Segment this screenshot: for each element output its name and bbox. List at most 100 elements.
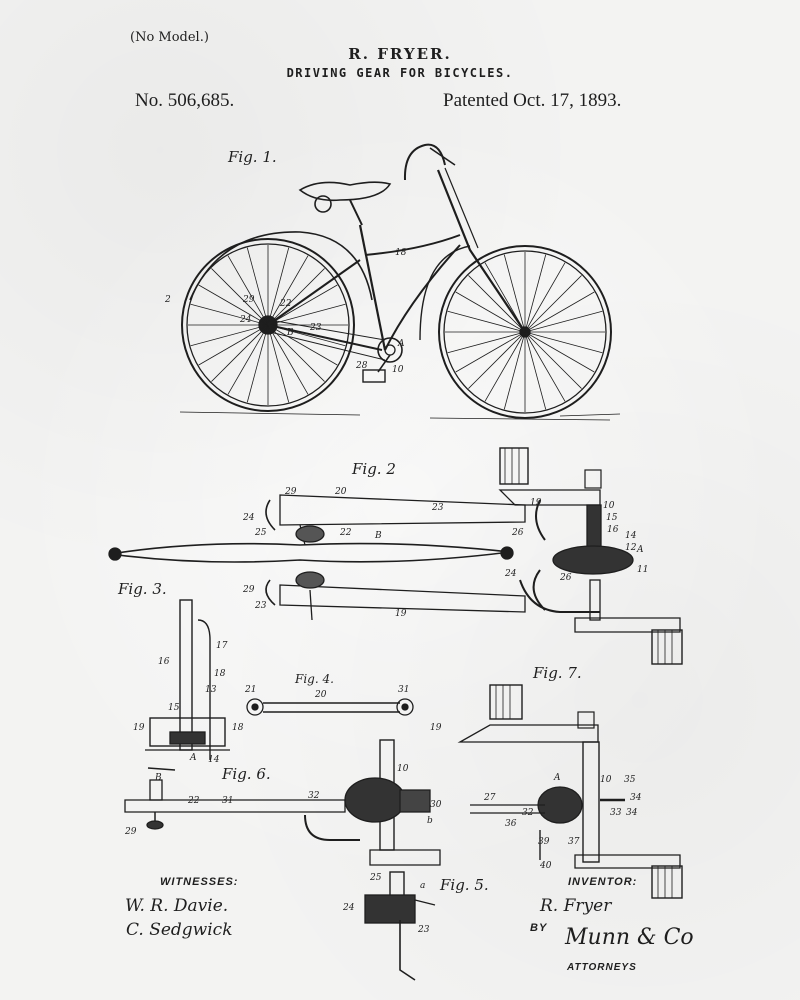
fig1-reference-numeral: 22 [279, 299, 292, 309]
fig3-reference-numeral: 14 [208, 755, 220, 765]
wheel-spoke [267, 324, 338, 366]
wheel-spoke [524, 262, 566, 333]
fig2-reference-numeral: 23 [254, 601, 267, 611]
fig7-label: Fig. 7. [533, 664, 582, 682]
fig4-reference-numeral: 20 [314, 690, 327, 700]
fig2-reference-numeral: 12 [625, 543, 637, 553]
fig6-reference-numeral: 29 [124, 827, 137, 837]
fig3-reference-numeral: 17 [216, 641, 228, 651]
wheel-spoke [524, 331, 603, 354]
attorney-signature: Munn & Co [565, 925, 694, 950]
fig3-reference-numeral: 16 [158, 657, 170, 667]
fig7-reference-numeral: 37 [568, 837, 580, 847]
fig1-reference-numeral: 29 [242, 295, 255, 305]
fig5-reference-numeral: a [420, 881, 425, 891]
wheel-spoke [524, 291, 595, 333]
no-model-label: (No Model.) [130, 30, 209, 45]
fig2-reference-numeral: 15 [606, 513, 618, 523]
wheel-spoke [524, 254, 547, 333]
fig6-reference-numeral: 10 [397, 764, 409, 774]
wheel-spoke [524, 310, 603, 333]
wheel-spoke [267, 324, 309, 395]
fig2-reference-numeral: 20 [334, 487, 347, 497]
fig3-label: Fig. 3. [118, 580, 167, 598]
inventor-signature: R. Fryer [540, 896, 612, 916]
fig3-reference-numeral: 19 [133, 723, 145, 733]
inventor-label: INVENTOR: [568, 876, 638, 888]
fig4-reference-numeral: 31 [398, 685, 409, 695]
wheel-spoke [524, 275, 582, 333]
fig3-reference-numeral: B [154, 773, 162, 783]
fig2-reference-numeral: 26 [559, 573, 572, 583]
fig1-reference-numeral: A [397, 339, 405, 349]
fig6-reference-numeral: 31 [222, 796, 233, 806]
wheel-spoke [455, 331, 526, 373]
fig1-reference-numeral: 23 [309, 323, 322, 333]
fig2-reference-numeral: 25 [254, 528, 267, 538]
wheel-spoke [468, 275, 526, 333]
fig7-detail-drawing [457, 684, 683, 899]
fig2-reference-numeral: 24 [504, 569, 517, 579]
fig5-label: Fig. 5. [440, 876, 489, 894]
wheel-spoke [211, 324, 269, 382]
wheel-spoke [447, 331, 526, 354]
fig7-reference-numeral: 34 [630, 793, 642, 803]
fig7-reference-numeral: 39 [538, 837, 550, 847]
fig4-rod-drawing [246, 698, 414, 716]
fig7-reference-numeral: 33 [610, 808, 622, 818]
fig3-reference-numeral: A [189, 753, 197, 763]
wheel-spoke [267, 255, 309, 326]
fig5-reference-numeral: 24 [342, 903, 355, 913]
fig1-reference-numeral: 2 [164, 295, 171, 305]
fig2-reference-numeral: 26 [511, 528, 524, 538]
fig1-reference-numeral: 18 [395, 248, 407, 258]
fig1-reference-numeral: 24 [239, 315, 252, 325]
fig5-reference-numeral: 23 [417, 925, 430, 935]
fig7-reference-numeral: 32 [522, 808, 534, 818]
fig1-label: Fig. 1. [228, 148, 277, 166]
fig3-reference-numeral: 18 [232, 723, 244, 733]
wheel-spoke [455, 291, 526, 333]
fig2-reference-numeral: 29 [284, 487, 297, 497]
wheel-spoke [246, 247, 269, 326]
patent-number: No. 506,685. [135, 90, 235, 111]
fig1-reference-numeral: 10 [392, 365, 404, 375]
fig2-reference-numeral: 29 [242, 585, 255, 595]
fig2-reference-numeral: 19 [530, 498, 542, 508]
attorneys-label: ATTORNEYS [567, 962, 637, 973]
wheel-spoke [190, 303, 269, 326]
fig7-reference-numeral: 35 [624, 775, 636, 785]
wheel-spoke [246, 324, 269, 403]
by-label: BY [530, 922, 548, 934]
wheel-spoke [503, 331, 526, 410]
wheel-spoke [267, 247, 290, 326]
fig2-reference-numeral: 24 [242, 513, 255, 523]
fig6-label: Fig. 6. [222, 765, 271, 783]
wheel-spoke [227, 324, 269, 395]
fig4-reference-numeral: 21 [244, 685, 256, 695]
wheel-spoke [524, 331, 582, 389]
fig6-reference-numeral: 32 [308, 791, 320, 801]
wheel-spoke [447, 310, 526, 333]
wheel-spoke [190, 324, 269, 347]
fig2-reference-numeral: 19 [395, 609, 407, 619]
fig4-reference-numeral: 19 [430, 723, 442, 733]
fig2-reference-numeral: 10 [603, 501, 615, 511]
fig2-label: Fig. 2 [352, 460, 396, 478]
fig2-reference-numeral: 16 [607, 525, 619, 535]
wheel-spoke [468, 331, 526, 389]
patent-title: DRIVING GEAR FOR BICYCLES. [286, 66, 514, 80]
fig2-rear-fork-drawing [108, 447, 683, 665]
fig3-reference-numeral: 13 [205, 685, 217, 695]
fig3-reference-numeral: 18 [214, 669, 226, 679]
witnesses-label: WITNESSES: [160, 876, 239, 888]
fig1-reference-numeral: 28 [355, 361, 368, 371]
wheel-spoke [227, 255, 269, 326]
fig1-reference-numeral: B [286, 328, 294, 338]
fig6-reference-numeral: 22 [187, 796, 200, 806]
fig6-reference-numeral: b [427, 816, 433, 826]
wheel-spoke [524, 331, 566, 402]
fig7-reference-numeral: 36 [505, 819, 517, 829]
